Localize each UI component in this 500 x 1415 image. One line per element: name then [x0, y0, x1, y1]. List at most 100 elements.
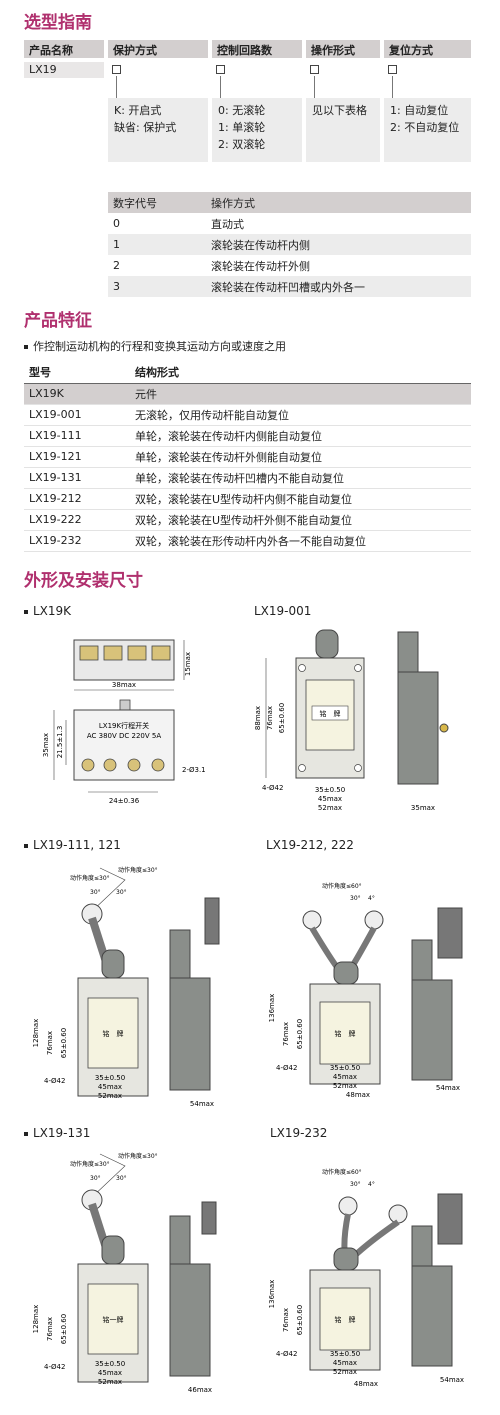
lx19-111-drawing: 动作角度≤30° 动作角度≤30° 30° 30° 铭 牌 128max 76m… — [32, 866, 220, 1108]
bullet-square-icon — [24, 345, 28, 349]
angle-30: 30° — [350, 895, 361, 902]
features-bullet: 作控制运动机构的行程和变换其运动方向或速度之用 — [24, 338, 286, 354]
dim-24: 24±0.36 — [109, 797, 140, 805]
dim-52max: 52max — [318, 804, 342, 812]
angle-30b: 30° — [116, 1175, 127, 1182]
dim-136max: 136max — [268, 1280, 276, 1309]
table-row: 3 滚轮装在传动杆凹槽或内外各一 — [108, 276, 471, 297]
header-circuits: 控制回路数 — [212, 40, 302, 58]
dim-38max: 38max — [112, 681, 136, 689]
dim-45max: 45max — [98, 1083, 122, 1091]
angle-label: 动作角度≤60° — [322, 882, 362, 890]
circuit-options: 0: 无滚轮 1: 单滚轮 2: 双滚轮 — [212, 98, 302, 162]
header-reset: 复位方式 — [384, 40, 471, 58]
dim-65: 65±0.60 — [296, 1019, 304, 1049]
dim-76max: 76max — [266, 706, 274, 730]
table-row: 0 直动式 — [113, 217, 244, 231]
table-header-row: 型号 结构形式 — [24, 362, 471, 384]
dim-4-holes: 4-Ø42 — [44, 1363, 65, 1371]
dim-65: 65±0.60 — [278, 703, 286, 733]
dim-48max: 48max — [354, 1380, 378, 1388]
dim-35: 35±0.50 — [95, 1360, 125, 1368]
dimensions-title: 外形及安装尺寸 — [24, 571, 143, 591]
selection-title: 选型指南 — [24, 13, 92, 33]
table-header-row: 数字代号 操作方式 — [108, 192, 471, 213]
connector-lines — [116, 76, 393, 98]
label-lx19-001: LX19-001 — [254, 604, 312, 618]
dim-35: 35±0.50 — [315, 786, 345, 794]
header-protection: 保护方式 — [108, 40, 208, 58]
dim-45max: 45max — [318, 795, 342, 803]
table-row: 2 滚轮装在传动杆外侧 — [113, 259, 310, 273]
dim-52max: 52max — [333, 1368, 357, 1376]
reset-options: 1: 自动复位 2: 不自动复位 — [384, 98, 471, 162]
dim-136max: 136max — [268, 994, 276, 1023]
lx19-232-drawing: 动作角度≤60° 30° 4° 铭 牌 136max 76max 65±0.60… — [268, 1168, 464, 1388]
table-row: 1 滚轮装在传动杆内侧 — [108, 234, 471, 255]
lx19k-plate-line1: LX19K行程开关 — [99, 721, 149, 730]
dim-76max: 76max — [282, 1022, 290, 1046]
dim-4-holes: 4-Ø42 — [276, 1064, 297, 1072]
operation-checkbox[interactable] — [310, 65, 319, 74]
protection-checkbox[interactable] — [112, 65, 121, 74]
label-lx19-212-222: LX19-212, 222 — [266, 838, 354, 852]
dim-48max: 48max — [346, 1091, 370, 1099]
dim-21-5: 21.5±1.3 — [56, 726, 64, 759]
features-title: 产品特征 — [24, 311, 92, 331]
label-lx19-131: LX19-131 — [24, 1126, 90, 1140]
angle-label: 动作角度≤60° — [322, 1168, 362, 1176]
bullet-square-icon — [24, 843, 28, 848]
dim-52max: 52max — [98, 1378, 122, 1386]
dim-45max: 45max — [333, 1073, 357, 1081]
angle-30: 30° — [350, 1181, 361, 1188]
dim-side-54max: 54max — [190, 1100, 214, 1108]
lx19k-drawing: 38max 15max LX19K行程开关 AC 380V DC 220V 5A… — [42, 639, 206, 805]
operation-note: 见以下表格 — [306, 98, 380, 162]
angle-label-2: 动作角度≤30° — [118, 866, 158, 874]
angle-label-1: 动作角度≤30° — [70, 1160, 110, 1168]
protection-options: K: 开启式 缺省: 保护式 — [108, 98, 208, 162]
lx19-212-drawing: 动作角度≤60° 30° 4° 铭 牌 136max 76max 65±0.60… — [268, 882, 463, 1099]
dim-128max: 128max — [32, 1019, 40, 1048]
reset-checkbox[interactable] — [388, 65, 397, 74]
angle-4: 4° — [368, 895, 375, 902]
nameplate-label: 铭 牌 — [335, 1315, 356, 1324]
lx19-001-drawing: 铭 牌 88max 76max 65±0.60 35±0.50 45max 52… — [254, 629, 449, 812]
header-product-name: 产品名称 — [24, 40, 104, 58]
circuits-checkbox[interactable] — [216, 65, 225, 74]
dim-side-35max: 35max — [411, 804, 435, 812]
dim-4-holes: 4-Ø42 — [262, 784, 283, 792]
label-lx19-111-121: LX19-111, 121 — [24, 838, 121, 852]
lx19-131-drawing: 动作角度≤30° 动作角度≤30° 30° 30° 铭一牌 128max 76m… — [32, 1152, 217, 1394]
label-lx19k: LX19K — [24, 604, 71, 618]
bullet-square-icon — [24, 609, 28, 614]
nameplate-label: 铭 牌 — [103, 1029, 124, 1038]
dim-4-holes: 4-Ø42 — [44, 1077, 65, 1085]
dim-side-46max: 46max — [188, 1386, 212, 1394]
dim-35: 35±0.50 — [330, 1350, 360, 1358]
angle-4: 4° — [368, 1181, 375, 1188]
dim-side-54max: 54max — [436, 1084, 460, 1092]
dim-76max: 76max — [46, 1031, 54, 1055]
nameplate-label: 铭一牌 — [103, 1315, 124, 1324]
dim-65: 65±0.60 — [296, 1305, 304, 1335]
dim-76max: 76max — [282, 1308, 290, 1332]
dim-45max: 45max — [333, 1359, 357, 1367]
dim-15max: 15max — [184, 652, 192, 676]
nameplate-label: 铭 牌 — [335, 1029, 356, 1038]
operation-table: 数字代号 操作方式 0 直动式 1 滚轮装在传动杆内侧 2 滚轮装在传动杆外侧 … — [108, 192, 471, 297]
angle-30b: 30° — [116, 889, 127, 896]
dim-52max: 52max — [98, 1092, 122, 1100]
angle-30a: 30° — [90, 889, 101, 896]
dim-35: 35±0.50 — [95, 1074, 125, 1082]
product-code: LX19 — [24, 62, 104, 78]
dim-65: 65±0.60 — [60, 1314, 68, 1344]
dim-88max: 88max — [254, 706, 262, 730]
